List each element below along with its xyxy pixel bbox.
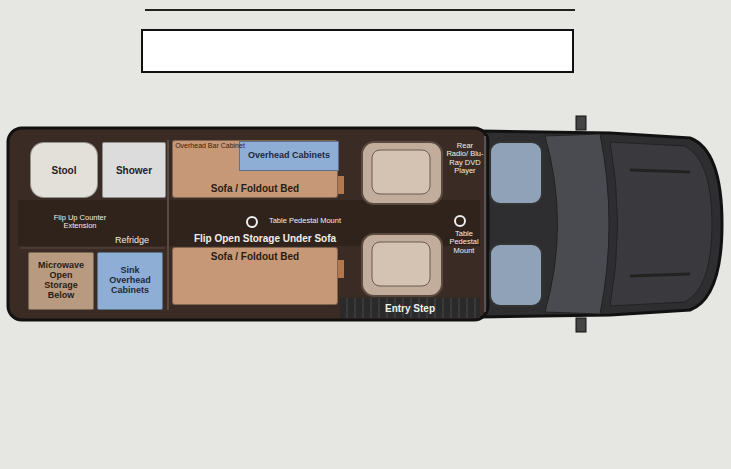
table-mount-label: Table Pedestal Mount: [260, 217, 350, 225]
node-text: Shower: [116, 165, 152, 176]
node-text: Microwave Open Storage Below: [32, 261, 90, 301]
microwave-box: Microwave Open Storage Below: [28, 252, 94, 310]
storage-label: Flip Open Storage Under Sofa: [180, 233, 350, 244]
node-text: Sofa / Foldout Bed: [211, 183, 299, 194]
cabinet-box: Overhead Cabinets: [239, 141, 339, 171]
node-text: Sofa / Foldout Bed: [211, 251, 299, 262]
table-mount-label: Table Pedestal Mount: [444, 230, 484, 255]
node-text: Entry Step: [385, 303, 435, 314]
sofa-box: Sofa / Foldout Bed: [172, 247, 338, 305]
sink-box: Sink Overhead Cabinets: [97, 252, 163, 310]
toilet-box: Stool: [30, 142, 98, 198]
bar-cabinet-label: Overhead Bar Cabinet: [174, 142, 246, 150]
node-text: Overhead Cabinets: [248, 151, 330, 161]
entry-step-band: Entry Step: [340, 298, 480, 318]
fridge-label: Refridge: [104, 236, 160, 246]
node-text: Sink Overhead Cabinets: [101, 266, 159, 296]
shower-box: Shower: [102, 142, 166, 198]
node-text: Stool: [52, 165, 77, 176]
counter-label: Flip Up Counter Extension: [48, 214, 112, 231]
radio-label: Rear Radio/ Blu-Ray DVD Player: [446, 142, 484, 175]
